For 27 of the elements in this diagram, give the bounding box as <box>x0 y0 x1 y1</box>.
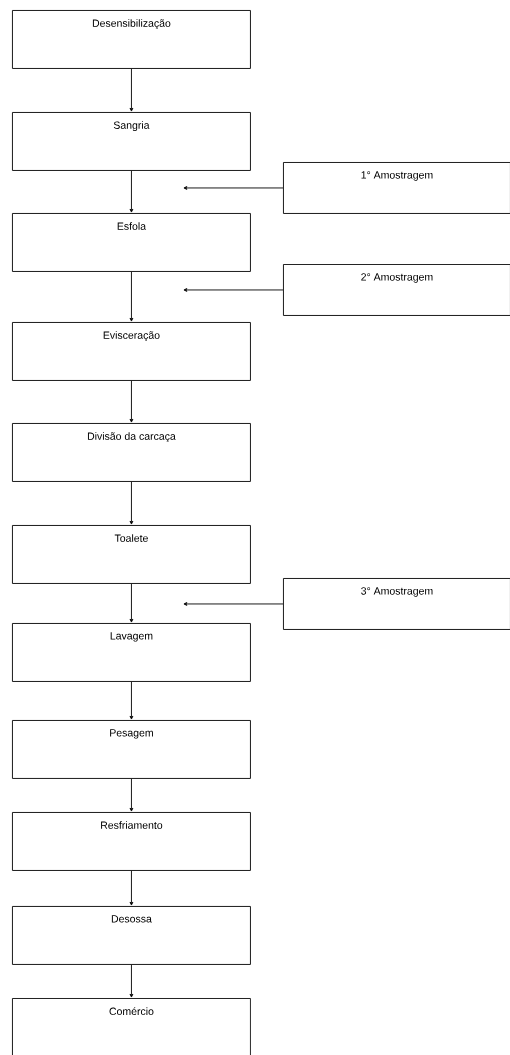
arrow <box>183 602 284 606</box>
process-box: Comércio <box>12 998 251 1055</box>
sampling-box: 1° Amostragem <box>283 162 510 214</box>
arrow <box>129 870 134 906</box>
arrow <box>129 964 134 998</box>
process-box: Evisceração <box>12 322 251 381</box>
arrow <box>129 583 134 623</box>
process-box: Toalete <box>12 525 251 584</box>
arrow <box>129 481 134 525</box>
arrow <box>129 380 134 423</box>
arrow <box>129 778 134 812</box>
process-box: Desossa <box>12 906 251 965</box>
process-box: Sangria <box>12 112 251 171</box>
process-box: Pesagem <box>12 720 251 779</box>
arrow <box>129 271 134 322</box>
arrow <box>129 681 134 720</box>
process-box: Lavagem <box>12 623 251 682</box>
process-box: Esfola <box>12 213 251 272</box>
sampling-box: 3° Amostragem <box>283 578 510 630</box>
sampling-box: 2° Amostragem <box>283 264 510 316</box>
process-box: Divisão da carcaça <box>12 423 251 482</box>
arrow <box>183 288 284 292</box>
arrow <box>183 186 284 190</box>
process-box: Desensibilização <box>12 10 251 69</box>
arrow <box>129 170 134 213</box>
process-box: Resfriamento <box>12 812 251 871</box>
arrow <box>129 68 134 112</box>
